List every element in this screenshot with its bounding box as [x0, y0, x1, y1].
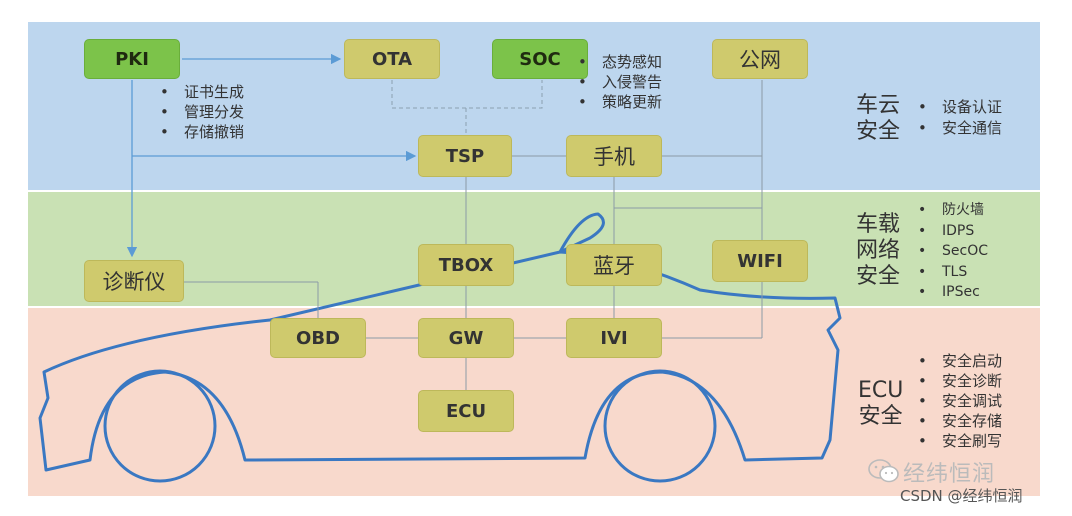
node-ivi: IVI	[566, 318, 662, 358]
list-item: 入侵警告	[578, 72, 662, 92]
watermark-brand: 经纬恒润	[903, 462, 996, 487]
node-tbox: TBOX	[418, 244, 514, 286]
list-item: 安全存储	[918, 411, 1002, 431]
wechat-icon	[868, 459, 899, 483]
ecu-layer-band	[28, 308, 1040, 496]
rear-wheel	[103, 369, 217, 483]
list-item: 存储撤销	[160, 122, 244, 142]
ecu-layer-title: ECU 安全	[858, 378, 904, 429]
node-obd: OBD	[270, 318, 366, 358]
list-item: IPSec	[918, 282, 988, 303]
node-pki: PKI	[84, 39, 180, 79]
pki-functions-list: 证书生成 管理分发 存储撤销	[160, 82, 244, 142]
network-layer-title: 车载 网络 安全	[856, 212, 901, 289]
node-ecu: ECU	[418, 390, 514, 432]
list-item: 策略更新	[578, 92, 662, 112]
list-item: SecOC	[918, 241, 988, 262]
node-phone: 手机	[566, 135, 662, 177]
watermark-source: CSDN @经纬恒润	[900, 487, 1023, 505]
list-item: 安全刷写	[918, 431, 1002, 451]
front-wheel	[603, 369, 717, 483]
list-item: 态势感知	[578, 52, 662, 72]
node-bluetooth: 蓝牙	[566, 244, 662, 286]
list-item: 证书生成	[160, 82, 244, 102]
car-outline	[38, 212, 842, 472]
node-gw: GW	[418, 318, 514, 358]
cloud-layer-list: 设备认证 安全通信	[918, 97, 1002, 139]
node-diagnostic-tool: 诊断仪	[84, 260, 184, 302]
soc-functions-list: 态势感知 入侵警告 策略更新	[578, 52, 662, 112]
list-item: 防火墙	[918, 200, 988, 221]
cloud-layer-title: 车云 安全	[856, 93, 901, 144]
node-public-network: 公网	[712, 39, 808, 79]
node-ota: OTA	[344, 39, 440, 79]
node-tsp: TSP	[418, 135, 512, 177]
list-item: IDPS	[918, 221, 988, 242]
network-layer-band	[28, 192, 1040, 306]
list-item: 安全通信	[918, 118, 1002, 139]
node-soc: SOC	[492, 39, 588, 79]
list-item: 设备认证	[918, 97, 1002, 118]
list-item: TLS	[918, 262, 988, 283]
list-item: 安全启动	[918, 351, 1002, 371]
node-wifi: WIFI	[712, 240, 808, 282]
ecu-layer-list: 安全启动 安全诊断 安全调试 安全存储 安全刷写	[918, 351, 1002, 451]
list-item: 安全诊断	[918, 371, 1002, 391]
list-item: 管理分发	[160, 102, 244, 122]
network-layer-list: 防火墙 IDPS SecOC TLS IPSec	[918, 200, 988, 303]
list-item: 安全调试	[918, 391, 1002, 411]
